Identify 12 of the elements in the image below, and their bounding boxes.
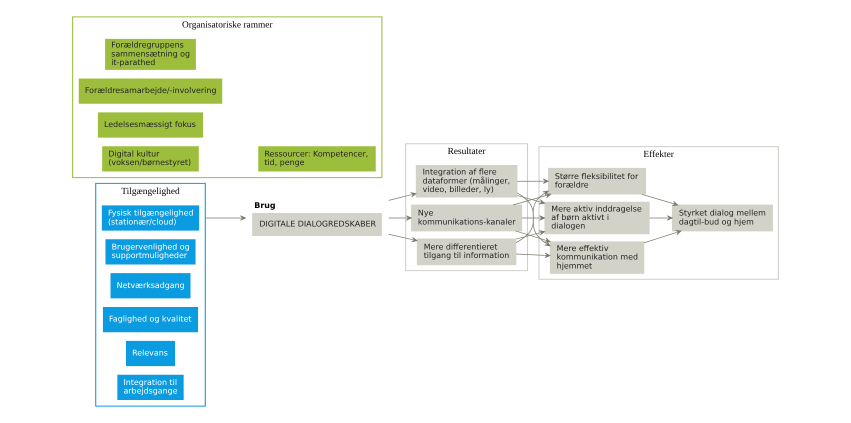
arrow [521, 215, 546, 221]
arrow [649, 215, 673, 221]
arrow [388, 234, 418, 242]
arrow [204, 215, 246, 221]
arrow [516, 230, 546, 240]
arrow [516, 178, 549, 184]
arrow [641, 194, 678, 206]
arrow [516, 252, 550, 258]
arrow [388, 215, 412, 221]
arrow [644, 230, 682, 244]
arrow [516, 195, 546, 204]
arrow [388, 192, 416, 201]
